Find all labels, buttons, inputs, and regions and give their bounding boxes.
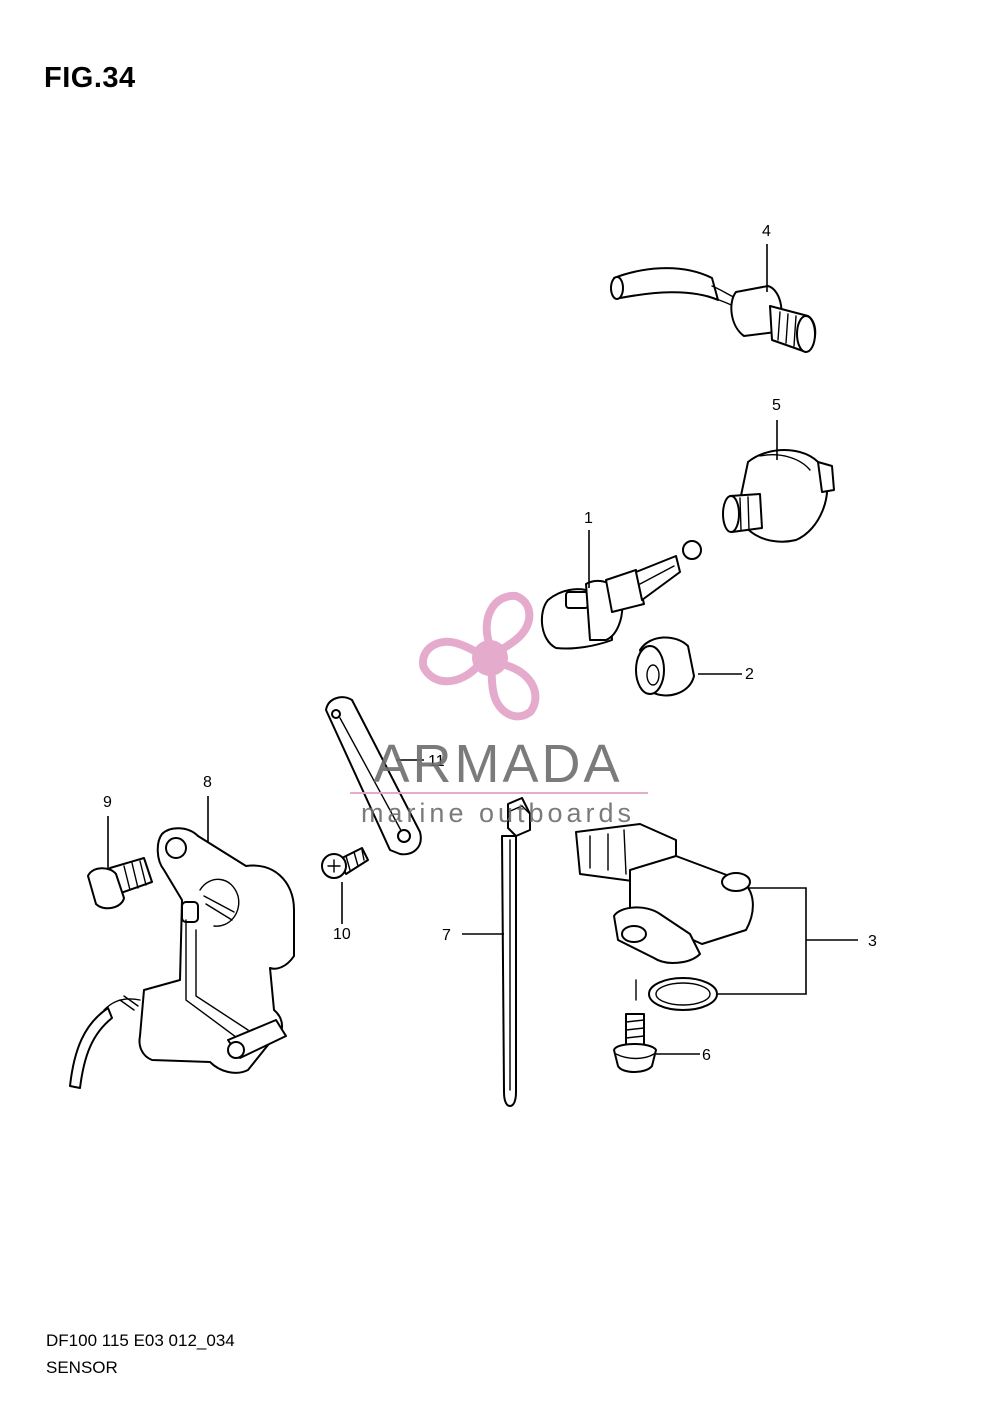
figure-code: DF100 115 E03 012_034 (46, 1331, 235, 1350)
callout-4: 4 (762, 223, 771, 240)
callout-1: 1 (584, 510, 593, 527)
callout-10: 10 (333, 926, 351, 943)
part-7-cable-tie[interactable] (501, 797, 531, 1107)
callout-3: 3 (868, 933, 877, 950)
part-10-screw[interactable] (321, 847, 369, 879)
callout-8: 8 (203, 774, 212, 791)
callout-6: 6 (702, 1047, 711, 1064)
part-1-sensor[interactable] (540, 540, 702, 650)
part-6-flange-bolt[interactable] (613, 1013, 657, 1073)
propeller-icon (417, 591, 546, 723)
figure-name: SENSOR (46, 1358, 118, 1377)
part-9-bolt[interactable] (87, 857, 153, 910)
part-2-grommet[interactable] (635, 636, 695, 697)
callout-9: 9 (103, 794, 112, 811)
part-4-temperature-sensor[interactable] (610, 267, 817, 353)
callout-2: 2 (745, 666, 754, 683)
part-3-map-sensor[interactable] (575, 823, 754, 1011)
watermark-brand: ARMADA (373, 734, 622, 794)
callout-11: 11 (428, 753, 445, 770)
callout-7: 7 (442, 927, 451, 944)
figure-title: FIG.34 (44, 62, 136, 94)
part-11-bracket[interactable] (325, 696, 422, 856)
watermark: ARMADA marine outboards (350, 591, 648, 828)
part-8-throttle-sensor[interactable] (69, 827, 295, 1089)
watermark-tagline: marine outboards (361, 798, 635, 828)
leader-lines (107, 244, 858, 1055)
part-5-knock-sensor[interactable] (722, 449, 835, 543)
callout-labels: 1 2 3 4 5 6 7 8 9 10 11 (103, 223, 877, 1064)
callout-5: 5 (772, 397, 781, 414)
